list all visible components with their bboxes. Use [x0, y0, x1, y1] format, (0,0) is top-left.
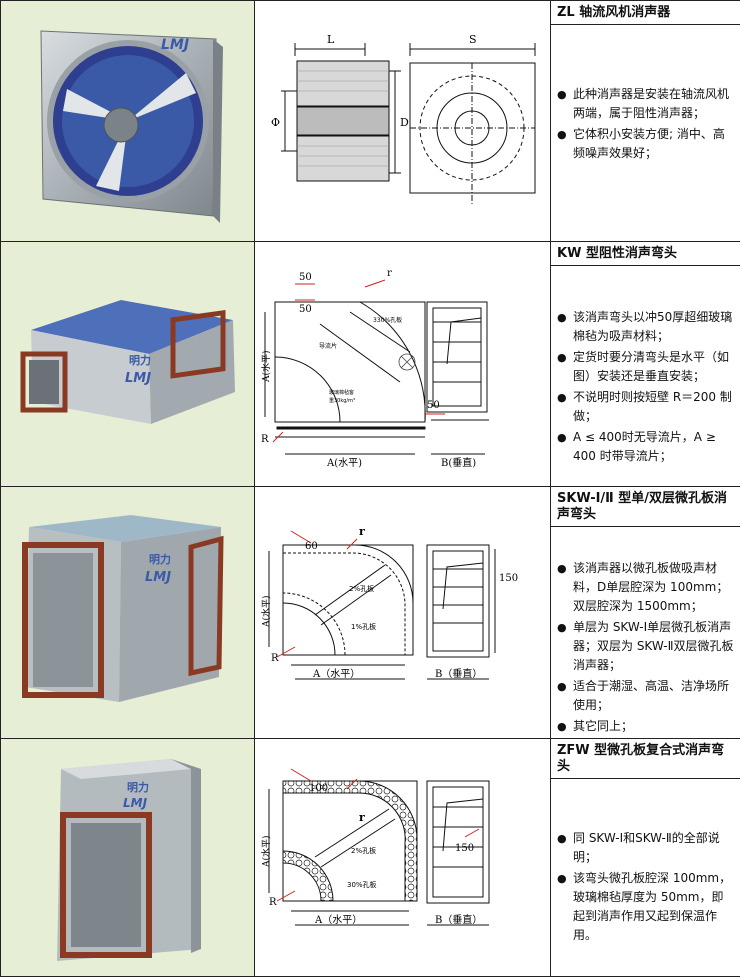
dim-50-b: 50: [299, 304, 312, 315]
drawing-skw: 60 r R 2%孔板 1%孔板 150 A（水平） B（垂直） A(水平): [255, 487, 551, 739]
desc-zfw: ZFW 型微孔板复合式消声弯头 同 SKW-Ⅰ和SKW-Ⅱ的全部说明； 该弯头微…: [551, 739, 740, 977]
bullet-item: 单层为 SKW-Ⅰ单层微孔板消声器；双层为 SKW-Ⅱ双层微孔板消声器；: [557, 618, 734, 675]
label-big-r: R: [269, 897, 277, 908]
logo-lmj: LMJ: [125, 371, 151, 386]
bullet-item: 同 SKW-Ⅰ和SKW-Ⅱ的全部说明；: [557, 829, 734, 867]
logo-lmj: LMJ: [161, 37, 189, 53]
drawing-zl: L S Φ D: [255, 1, 551, 242]
product-row-zfw: 明力 LMJ: [1, 739, 740, 977]
label-perforated-30: 30%孔板: [347, 880, 377, 889]
label-a-horizontal-vertical-axis: A(水平): [260, 835, 272, 868]
label-perforated-2: 2%孔板: [349, 584, 374, 593]
product-photo-zl: LMJ: [1, 1, 255, 242]
label-s: S: [469, 33, 477, 46]
bullet-item: 它体积小安装方便; 消中、高频噪声效果好；: [557, 125, 734, 163]
bullet-item: 其它同上；: [557, 717, 734, 736]
label-l: L: [327, 33, 335, 46]
label-a-horizontal-vertical-axis: A(水平): [260, 595, 272, 628]
label-density: 重30kg/m³: [329, 397, 355, 404]
dim-150: 150: [455, 843, 474, 854]
zl-technical-drawing: L S Φ D: [255, 1, 551, 242]
product-title: ZL 轴流风机消声器: [551, 1, 740, 25]
bullet-item: 该消声器以微孔板做吸声材料，D单层腔深为 100mm；双层腔深为 1500mm；: [557, 559, 734, 616]
zl-silencer-photo: LMJ: [1, 1, 255, 242]
dim-100: 100: [309, 783, 328, 794]
label-perforated-2: 2%孔板: [351, 846, 376, 855]
product-row-kw: 明力 LMJ: [1, 242, 740, 487]
dim-150: 150: [499, 573, 518, 584]
product-photo-kw: 明力 LMJ: [1, 242, 255, 487]
label-big-r: R: [271, 653, 279, 664]
product-title: KW 型阻性消声弯头: [551, 242, 740, 266]
skw-elbow-photo: 明力 LMJ: [1, 487, 255, 733]
product-row-zl: LMJ: [1, 1, 740, 242]
bullet-item: 定货时要分清弯头是水平（如图）安装还是垂直安装；: [557, 348, 734, 386]
label-r: r: [359, 811, 365, 824]
bullet-list: 同 SKW-Ⅰ和SKW-Ⅱ的全部说明； 该弯头微孔板腔深 100mm，玻璃棉毡厚…: [551, 829, 740, 945]
drawing-zfw: 100 r R 2%孔板 30%孔板 150 A（水平） B（垂直） A(水平): [255, 739, 551, 977]
product-photo-zfw: 明力 LMJ: [1, 739, 255, 977]
bullet-item: 适合于潮湿、高温、洁净场所使用；: [557, 677, 734, 715]
logo-lmj: LMJ: [145, 570, 171, 585]
label-b-vertical: B（垂直）: [435, 667, 482, 680]
bullet-item: 该弯头微孔板腔深 100mm，玻璃棉毡厚度为 50mm，即起到消声作用又起到保温…: [557, 869, 734, 945]
bullet-item: A ≤ 400时无导流片，A ≥ 400 时带导流片；: [557, 428, 734, 466]
desc-skw: SKW-Ⅰ/Ⅱ 型单/双层微孔板消声弯头 该消声器以微孔板做吸声材料，D单层腔深…: [551, 487, 740, 739]
logo-mingli: 明力: [127, 780, 149, 794]
product-title: SKW-Ⅰ/Ⅱ 型单/双层微孔板消声弯头: [551, 487, 740, 527]
zfw-technical-drawing: 100 r R 2%孔板 30%孔板 150 A（水平） B（垂直） A(水平): [255, 739, 551, 977]
drawing-kw: 50 50 50 r R 330%孔板 导流片 玻璃棉毡客 重30kg/m³ A…: [255, 242, 551, 487]
label-b-vertical: B（垂直）: [435, 913, 482, 926]
label-guide-vane: 导流片: [319, 342, 337, 350]
logo-mingli: 明力: [149, 552, 171, 566]
skw-technical-drawing: 60 r R 2%孔板 1%孔板 150 A（水平） B（垂直） A(水平): [255, 487, 551, 733]
bullet-list: 该消声器以微孔板做吸声材料，D单层腔深为 100mm；双层腔深为 1500mm；…: [551, 559, 740, 736]
desc-kw: KW 型阻性消声弯头 该消声弯头以冲50厚超细玻璃棉毡为吸声材料； 定货时要分清…: [551, 242, 740, 487]
bullet-list: 该消声弯头以冲50厚超细玻璃棉毡为吸声材料； 定货时要分清弯头是水平（如图）安装…: [551, 308, 740, 466]
product-photo-skw: 明力 LMJ: [1, 487, 255, 739]
dim-60: 60: [305, 541, 318, 552]
label-r: r: [359, 525, 365, 538]
label-d: D: [400, 116, 409, 129]
label-b-vertical: B(垂直): [441, 456, 476, 469]
bullet-item: 不说明时则按短壁 R＝200 制做；: [557, 388, 734, 426]
label-glass-wool: 玻璃棉毡客: [329, 389, 354, 396]
kw-elbow-photo: 明力 LMJ: [1, 242, 255, 487]
bullet-item: 该消声弯头以冲50厚超细玻璃棉毡为吸声材料；: [557, 308, 734, 346]
dim-50-a: 50: [299, 272, 312, 283]
bullet-item: 此种消声器是安装在轴流风机两端，属于阻性消声器；: [557, 85, 734, 123]
label-a-horizontal: A（水平）: [314, 914, 362, 926]
label-r: r: [387, 268, 392, 279]
product-row-skw: 明力 LMJ: [1, 487, 740, 739]
kw-technical-drawing: 50 50 50 r R 330%孔板 导流片 玻璃棉毡客 重30kg/m³ A…: [255, 242, 551, 487]
label-a-horizontal: A(水平): [326, 457, 362, 469]
zfw-elbow-photo: 明力 LMJ: [1, 739, 255, 977]
label-phi: Φ: [271, 116, 280, 129]
desc-zl: ZL 轴流风机消声器 此种消声器是安装在轴流风机两端，属于阻性消声器； 它体积小…: [551, 1, 740, 242]
dim-50-c: 50: [427, 400, 440, 411]
label-perforated-plate: 330%孔板: [373, 316, 402, 324]
logo-mingli: 明力: [129, 353, 151, 367]
label-perforated-1: 1%孔板: [351, 622, 376, 631]
logo-lmj: LMJ: [123, 796, 148, 810]
label-big-r: R: [261, 434, 269, 445]
product-title: ZFW 型微孔板复合式消声弯头: [551, 739, 740, 779]
label-a-horizontal: A（水平）: [312, 668, 360, 680]
bullet-list: 此种消声器是安装在轴流风机两端，属于阻性消声器； 它体积小安装方便; 消中、高频…: [551, 85, 740, 163]
label-a-horizontal-vertical-axis: A(水平): [260, 350, 272, 383]
